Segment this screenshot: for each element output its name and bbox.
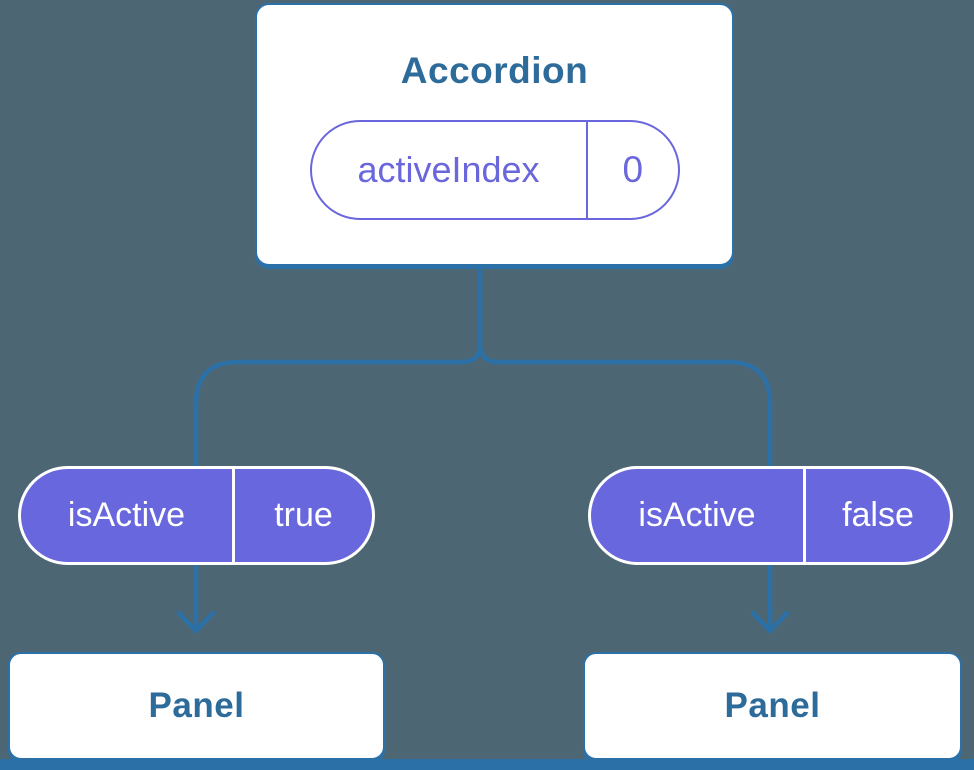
arrowhead-left-icon: [176, 610, 216, 634]
accordion-node: Accordion activeIndex 0: [255, 3, 734, 266]
arrowhead-right-icon: [750, 610, 790, 634]
prop-pill-divider: [803, 469, 806, 562]
prop-value-label: false: [842, 496, 914, 534]
bottom-edge-bar: [0, 759, 974, 770]
panel-node-right: Panel: [583, 652, 962, 760]
prop-pill-isactive-true: isActive true: [18, 466, 375, 565]
connector-left-branch: [193, 261, 483, 632]
state-pill-activeindex: activeIndex 0: [309, 120, 680, 220]
accordion-node-title: Accordion: [400, 50, 589, 91]
state-pill-divider: [585, 122, 588, 218]
prop-value-label: true: [274, 496, 333, 534]
panel-node-title: Panel: [724, 686, 821, 725]
prop-name-label: isActive: [638, 496, 756, 534]
prop-pill-divider: [232, 469, 235, 562]
state-name-label: activeIndex: [357, 149, 540, 190]
prop-pill-isactive-false: isActive false: [588, 466, 953, 565]
connector-right-branch: [477, 261, 773, 632]
state-value-label: 0: [622, 149, 644, 190]
panel-node-title: Panel: [148, 686, 245, 725]
prop-name-label: isActive: [67, 496, 186, 534]
panel-node-left: Panel: [8, 652, 385, 760]
